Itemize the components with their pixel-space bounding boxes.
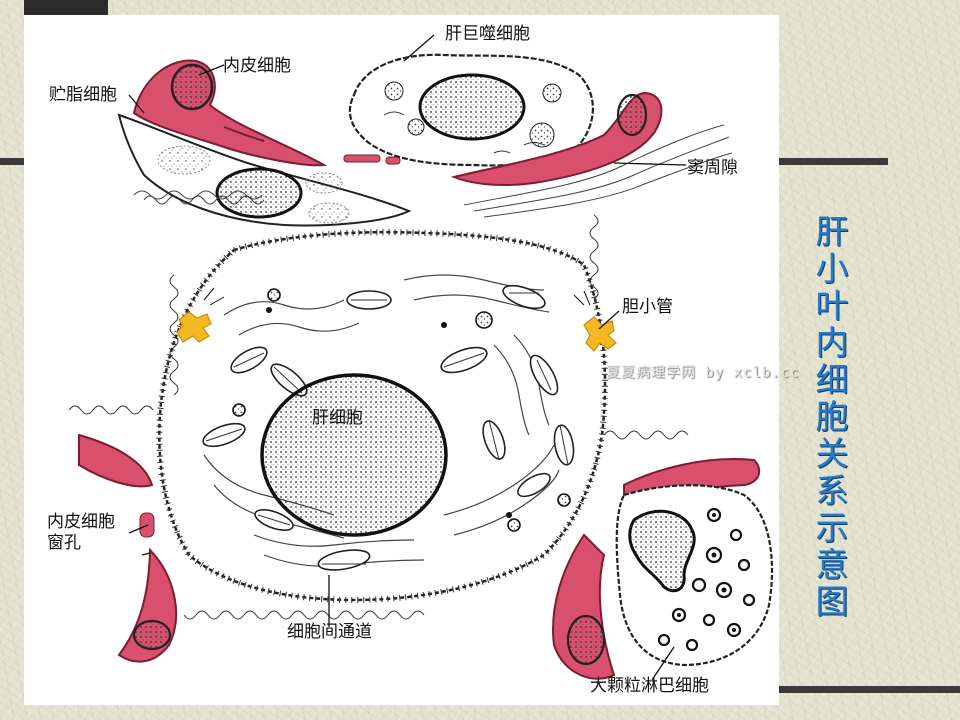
large-granular-lymphocyte bbox=[615, 484, 774, 667]
endothelial-cell-bottom-left bbox=[78, 433, 177, 663]
left-divider-bar bbox=[0, 158, 30, 165]
bottom-divider-bar bbox=[778, 686, 960, 693]
label-endothelial-cell: 内皮细胞 bbox=[223, 56, 291, 76]
label-intercellular-channel: 细胞间通道 bbox=[287, 622, 372, 642]
label-perisinusoidal-space: 窦周隙 bbox=[687, 158, 738, 178]
label-fat-storing-cell: 贮脂细胞 bbox=[49, 85, 117, 105]
endothelial-cell-top bbox=[132, 59, 328, 167]
microvilli-border bbox=[68, 195, 689, 620]
kupffer-cell bbox=[348, 53, 594, 167]
bile-canaliculus-left bbox=[176, 287, 225, 343]
label-hepatocyte: 肝细胞 bbox=[312, 408, 363, 428]
leader-lines bbox=[128, 34, 687, 681]
bile-canaliculus-right bbox=[573, 290, 617, 352]
label-endothelial-fenestra: 内皮细胞窗孔 bbox=[47, 512, 115, 553]
label-large-granular-lymphocyte: 大颗粒淋巴细胞 bbox=[590, 676, 709, 696]
corner-decoration-block bbox=[24, 0, 108, 15]
perisinusoidal-space bbox=[133, 124, 733, 218]
hepatocyte bbox=[156, 229, 608, 604]
label-kupffer-cell: 肝巨噬细胞 bbox=[445, 24, 530, 44]
fat-storing-cell bbox=[117, 113, 412, 227]
right-divider-bar bbox=[778, 158, 888, 165]
endothelial-cell-top-right bbox=[450, 91, 663, 186]
liver-lobule-diagram: 内皮细胞 贮脂细胞 肝巨噬细胞 窦周隙 胆小管 肝细胞 内皮细胞窗孔 细胞间通道… bbox=[24, 15, 779, 705]
endothelial-fragment-top bbox=[343, 154, 401, 165]
label-bile-canaliculus: 胆小管 bbox=[622, 297, 673, 317]
watermark-text: 夏夏病理学网 by xclb.cc bbox=[606, 365, 800, 381]
slide-title: 肝小叶内细胞关系示意图 bbox=[815, 212, 849, 621]
